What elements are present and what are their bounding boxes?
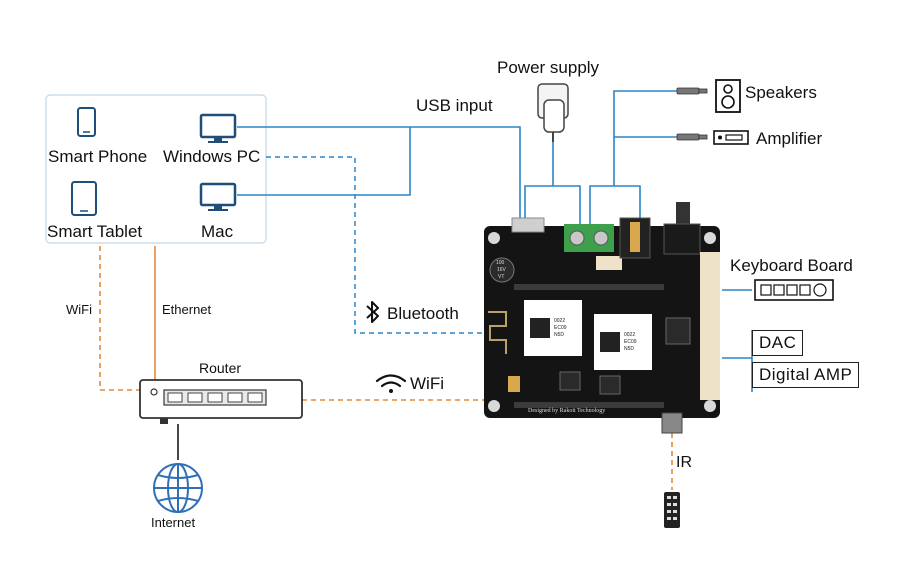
device-label-smart-tablet: Smart Tablet bbox=[47, 222, 143, 241]
bluetooth-icon bbox=[366, 301, 379, 323]
power-lines bbox=[524, 140, 581, 232]
network-lines bbox=[99, 246, 673, 490]
monitor-icon bbox=[199, 113, 237, 143]
board-credit: Designed by Rakoit Technology bbox=[528, 408, 606, 414]
internet-label: Internet bbox=[151, 515, 196, 530]
router-label: Router bbox=[199, 360, 242, 376]
speakers-label: Speakers bbox=[745, 83, 817, 102]
audio-board bbox=[484, 202, 720, 434]
audio-jack-icon bbox=[676, 87, 708, 141]
module-1-text-1: 0022 bbox=[554, 318, 566, 324]
bluetooth-label: Bluetooth bbox=[387, 304, 459, 323]
power-adapter-icon bbox=[537, 83, 569, 142]
ethernet-label: Ethernet bbox=[162, 302, 212, 317]
usb-input-label: USB input bbox=[416, 96, 493, 115]
dac-label: DAC bbox=[752, 330, 804, 356]
wifi-icon bbox=[375, 374, 407, 393]
module-2-text-2: EC09 bbox=[624, 339, 637, 345]
power-supply-label: Power supply bbox=[497, 58, 600, 77]
device-label-windows-pc: Windows PC bbox=[163, 147, 261, 166]
ir-remote-icon bbox=[664, 492, 680, 528]
capacitor-text-3: VT bbox=[498, 274, 505, 280]
wifi-left-label: WiFi bbox=[66, 302, 92, 317]
output-lines bbox=[589, 90, 680, 232]
router-icon bbox=[139, 379, 303, 424]
usb-lines bbox=[237, 126, 521, 218]
ir-label: IR bbox=[676, 454, 692, 471]
phone-icon bbox=[77, 107, 96, 137]
capacitor-text-1: 100 bbox=[496, 260, 505, 266]
module-2-text-1: 0022 bbox=[624, 332, 636, 338]
speaker-icon bbox=[715, 79, 741, 113]
keyboard-board-icon bbox=[754, 279, 834, 301]
capacitor-text-2: 16V bbox=[497, 267, 506, 273]
module-1-text-2: EC09 bbox=[554, 325, 567, 331]
device-label-smart-phone: Smart Phone bbox=[48, 147, 148, 166]
module-2-text-3: N5D bbox=[624, 346, 635, 352]
side-lines bbox=[722, 289, 753, 392]
globe-icon bbox=[153, 463, 203, 513]
device-label-mac: Mac bbox=[201, 222, 234, 241]
wifi-board-label: WiFi bbox=[410, 374, 444, 393]
amplifier-icon bbox=[713, 130, 749, 145]
module-1-text-3: N5D bbox=[554, 332, 565, 338]
keyboard-board-label: Keyboard Board bbox=[730, 256, 853, 275]
amplifier-label: Amplifier bbox=[756, 129, 823, 148]
monitor-icon bbox=[199, 182, 237, 211]
digital-amp-label: Digital AMP bbox=[752, 362, 860, 388]
tablet-icon bbox=[71, 181, 97, 216]
